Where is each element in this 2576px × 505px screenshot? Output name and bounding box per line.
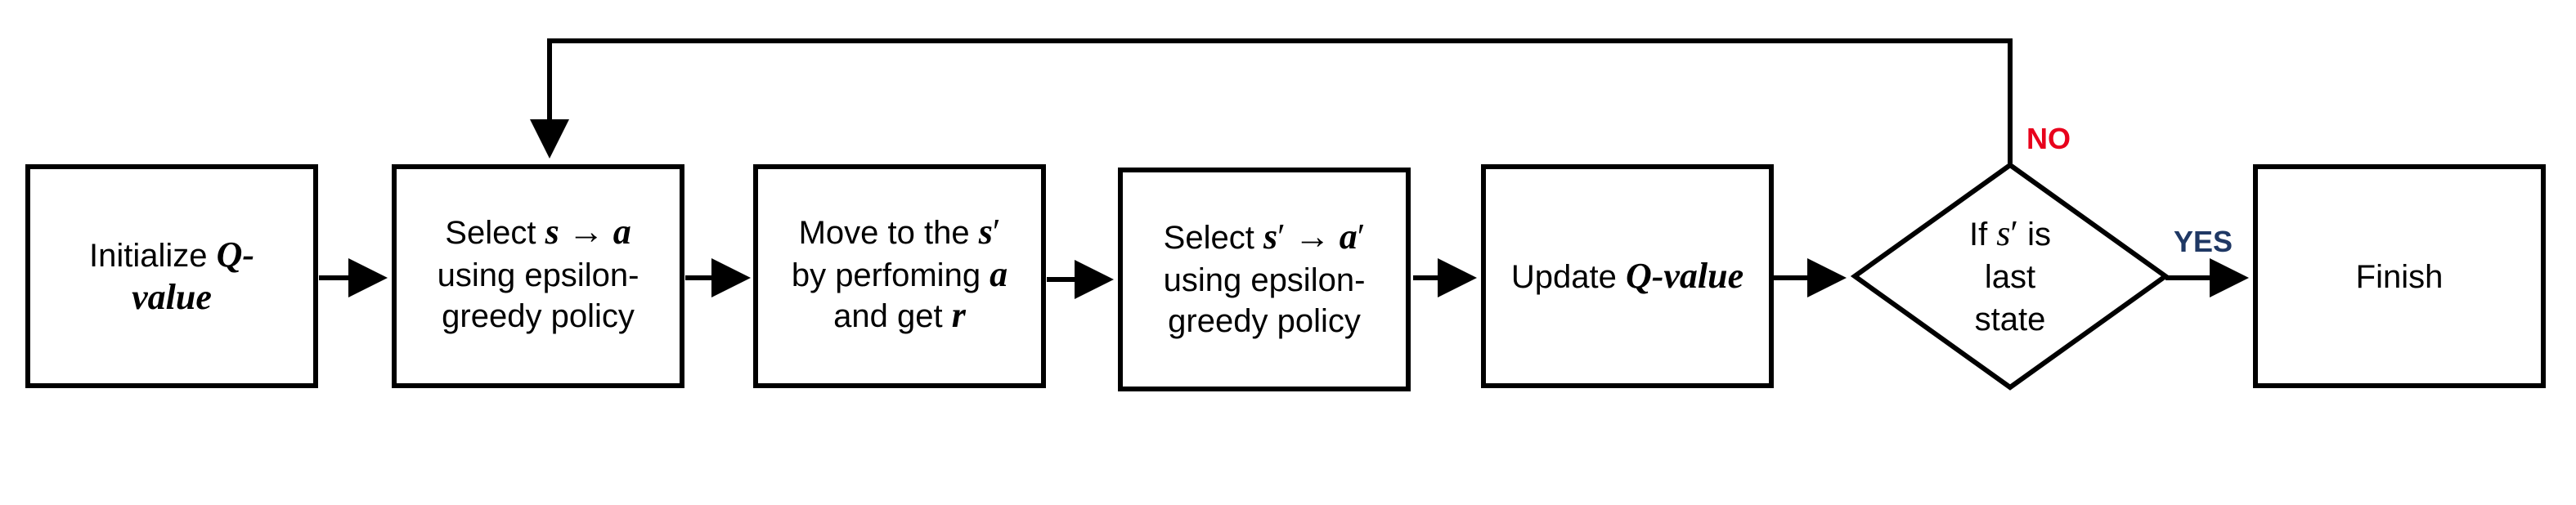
node-select-next-action — [1118, 168, 1411, 391]
move-line2-text: by perfoming — [792, 257, 990, 293]
select-next-line2: using epsilon- — [1164, 262, 1366, 298]
select-line3: greedy policy — [442, 298, 635, 334]
node-initialize-q-value — [25, 164, 318, 388]
decision-line1-suffix: is — [2018, 217, 2051, 252]
move-line3-reward: r — [952, 295, 967, 335]
select-next-line3: greedy policy — [1168, 303, 1361, 339]
select-line2: using epsilon- — [438, 257, 640, 293]
decision-line1-text: If — [1969, 217, 1996, 252]
select-next-line1-action: a — [1340, 217, 1358, 257]
select-next-line1-text: Select — [1164, 220, 1263, 256]
decision-line1-state: s — [1996, 213, 2010, 253]
edge-label-no: NO — [2026, 122, 2071, 155]
init-line2-var: value — [132, 277, 212, 317]
svg-text:Update Q-value: Update Q-value — [1511, 256, 1744, 296]
select-next-line1-state: s — [1263, 217, 1277, 257]
init-line1-text: Initialize — [89, 238, 217, 274]
node-move-to-next-state — [753, 164, 1046, 388]
select-next-line1-arrow: → — [1286, 217, 1340, 257]
move-line1-text: Move to the — [799, 215, 979, 251]
arrow-loop-back-no — [530, 38, 2013, 163]
node-update-q-value — [1481, 164, 1774, 388]
node-decision-last-state — [1850, 162, 2170, 391]
svg-text:Select s′ → a′: Select s′ → a′ — [1164, 217, 1366, 257]
select-line1-state: s — [545, 212, 559, 252]
init-line1-var: Q- — [217, 235, 254, 275]
svg-text:and get r: and get r — [833, 295, 967, 335]
move-line3-text: and get — [833, 298, 952, 334]
move-line1-state: s — [978, 212, 993, 252]
svg-text:Initialize Q-: Initialize Q- — [89, 235, 254, 275]
move-line2-action: a — [990, 254, 1008, 294]
move-line1-prime: ′ — [993, 212, 1001, 252]
svg-text:by perfoming a: by perfoming a — [792, 254, 1008, 294]
update-text: Update — [1511, 259, 1626, 295]
decision-line3: state — [1975, 302, 2046, 337]
node-finish — [2253, 164, 2546, 388]
select-line1-arrow: → — [559, 212, 613, 252]
edge-label-yes: YES — [2174, 225, 2233, 258]
node-select-action — [392, 164, 684, 388]
svg-text:Select s → a: Select s → a — [445, 212, 631, 252]
decision-line2: last — [1985, 259, 2035, 295]
decision-line1-prime: ′ — [2010, 213, 2018, 253]
update-var: Q-value — [1626, 256, 1744, 296]
svg-text:If s′ is: If s′ is — [1969, 213, 2051, 253]
select-line1-action: a — [613, 212, 631, 252]
select-next-line1-prime2: ′ — [1358, 217, 1366, 257]
svg-text:Move to the s′: Move to the s′ — [799, 212, 1001, 252]
select-next-line1-prime: ′ — [1277, 217, 1286, 257]
finish-label: Finish — [2356, 259, 2444, 295]
select-line1-text: Select — [445, 215, 545, 251]
